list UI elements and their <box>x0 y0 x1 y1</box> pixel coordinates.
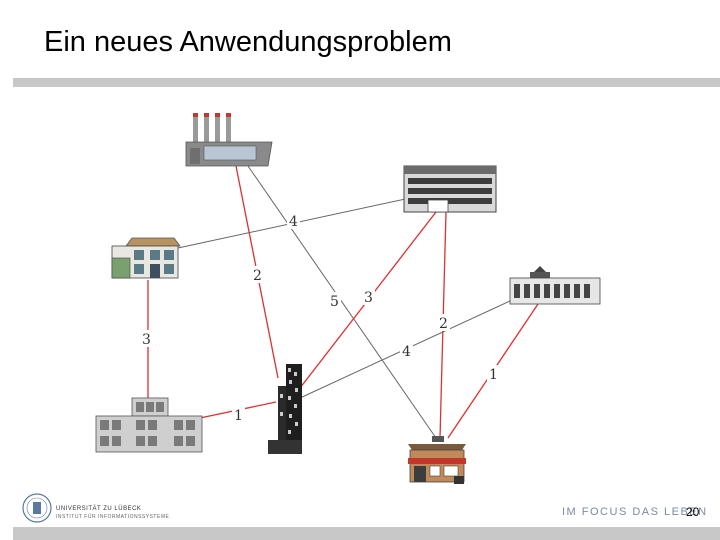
edge-label-museum-shop: 1 <box>489 367 498 383</box>
factory-icon <box>185 113 273 167</box>
skyscraper-icon <box>268 364 302 454</box>
house-icon <box>111 237 181 279</box>
page-number: 20 <box>686 505 700 519</box>
edge-label-office-shop: 2 <box>439 316 448 332</box>
edge-label-house-school: 3 <box>142 332 151 348</box>
edge-label-museum-skyscraper: 4 <box>402 344 411 360</box>
school-building-icon <box>95 397 203 453</box>
shop-icon <box>408 436 466 484</box>
edge-label-office-skyscraper: 3 <box>364 290 373 306</box>
university-seal-icon <box>22 493 52 523</box>
edge-factory-shop <box>247 165 437 439</box>
institute-name: INSTITUT FÜR INFORMATIONSSYSTEME <box>56 514 170 520</box>
edge-label-school-skyscraper: 1 <box>234 408 243 424</box>
office-building-icon <box>403 165 497 213</box>
edge-label-factory-skyscraper: 2 <box>253 268 262 284</box>
footer-slogan: IM FOCUS DAS LEBEN <box>562 506 708 518</box>
edge-label-factory-shop: 5 <box>330 294 339 310</box>
slide-title: Ein neues Anwendungsproblem <box>44 26 452 58</box>
edge-label-house-office: 4 <box>289 214 298 230</box>
museum-icon <box>509 266 601 305</box>
top-divider <box>13 78 720 87</box>
bottom-divider <box>13 527 720 540</box>
university-name: UNIVERSITÄT ZU LÜBECK <box>56 506 142 512</box>
